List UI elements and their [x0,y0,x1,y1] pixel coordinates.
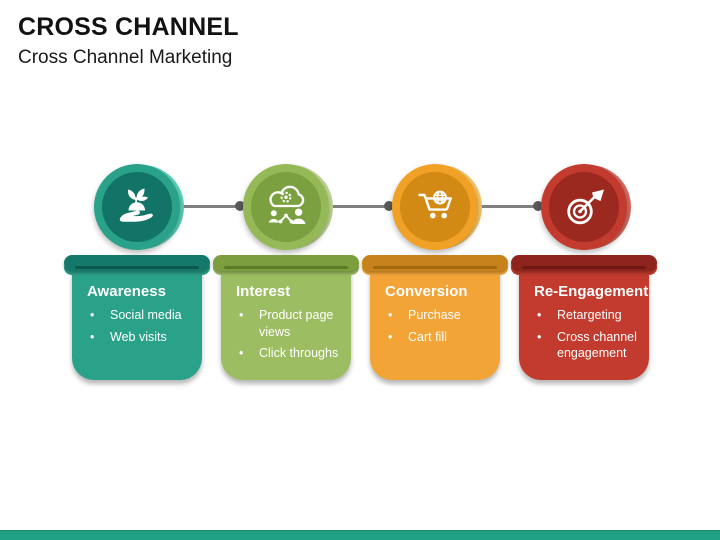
bullet-item: • Purchase [385,307,494,324]
stage-title: Awareness [87,283,166,300]
cloud-gear-network-icon [264,185,308,229]
stage-column: Awareness • Social media • Web visits [62,164,212,390]
bullet-dot-icon: • [90,329,95,344]
bullet-dot-icon: • [537,329,542,344]
circle-inner-disc [400,172,470,242]
stage-circle [360,164,510,254]
stage-column: Re-Engagement • Retargeting • Cross channel… [509,164,659,390]
card-roll-shadow-line [224,266,348,269]
card-roll-shadow-line [373,266,497,269]
stage-card: Interest • Product page views • Click throu… [211,255,361,390]
stage-card: Re-Engagement • Retargeting • Cross channel… [509,255,659,390]
bullet-item: • Cross channel engagement [534,329,643,362]
bullet-dot-icon: • [90,308,95,322]
connector-dot [235,201,245,211]
bullet-text: Purchase [408,308,461,322]
bullet-list: • Purchase • Cart fill [385,307,494,345]
bullet-text: Web visits [110,329,167,344]
bullet-item: • Cart fill [385,329,494,346]
bullet-item: • Web visits [87,329,196,346]
stage-card: Conversion • Purchase • Cart fill [360,255,510,390]
bullet-text: Cross channel engagement [557,329,637,361]
bullet-text: Social media [110,308,182,322]
bullet-list: • Retargeting • Cross channel engagement [534,307,643,362]
card-roll-shadow-line [75,266,199,269]
bullet-text: Product page views [259,308,334,339]
stage-title: Conversion [385,283,468,300]
bullet-item: • Product page views [236,307,345,340]
card-body: Interest • Product page views • Click throu… [221,264,351,380]
bullet-dot-icon: • [537,308,542,322]
card-roll-bar [511,255,657,271]
card-body: Awareness • Social media • Web visits [72,264,202,380]
bullet-item: • Retargeting [534,307,643,324]
card-roll-shadow-line [522,266,646,269]
slide-title: CROSS CHANNEL [18,13,239,41]
bullet-dot-icon: • [239,346,244,360]
stage-circle [211,164,361,254]
connector-dot [533,201,543,211]
stage-circle [62,164,212,254]
bullet-dot-icon: • [388,308,393,322]
bullet-text: Cart fill [408,329,447,344]
bullet-list: • Product page views • Click throughs [236,307,345,362]
bullet-item: • Social media [87,307,196,324]
bullet-text: Click throughs [259,346,339,360]
card-roll-bar [213,255,359,271]
bullet-dot-icon: • [239,308,244,322]
footer-accent-bar [0,530,720,540]
bullet-list: • Social media • Web visits [87,307,196,345]
card-roll-bar [362,255,508,271]
stage-title: Interest [236,283,291,300]
card-roll-bar [64,255,210,271]
stage-column: Conversion • Purchase • Cart fill [360,164,510,390]
card-body: Conversion • Purchase • Cart fill [370,264,500,380]
stage-card: Awareness • Social media • Web visits [62,255,212,390]
plant-in-hand-icon [115,185,159,229]
cart-globe-icon [413,185,457,229]
target-dart-icon [562,185,606,229]
stage-circle [509,164,659,254]
stage-column: Interest • Product page views • Click throu… [211,164,361,390]
bullet-text: Retargeting [557,308,622,322]
connector-dot [384,201,394,211]
slide-subtitle: Cross Channel Marketing [18,47,233,68]
bullet-item: • Click throughs [236,345,345,362]
connector-line [137,205,584,208]
stage-title: Re-Engagement [534,283,649,300]
bullet-dot-icon: • [388,329,393,344]
card-body: Re-Engagement • Retargeting • Cross channel… [519,264,649,380]
